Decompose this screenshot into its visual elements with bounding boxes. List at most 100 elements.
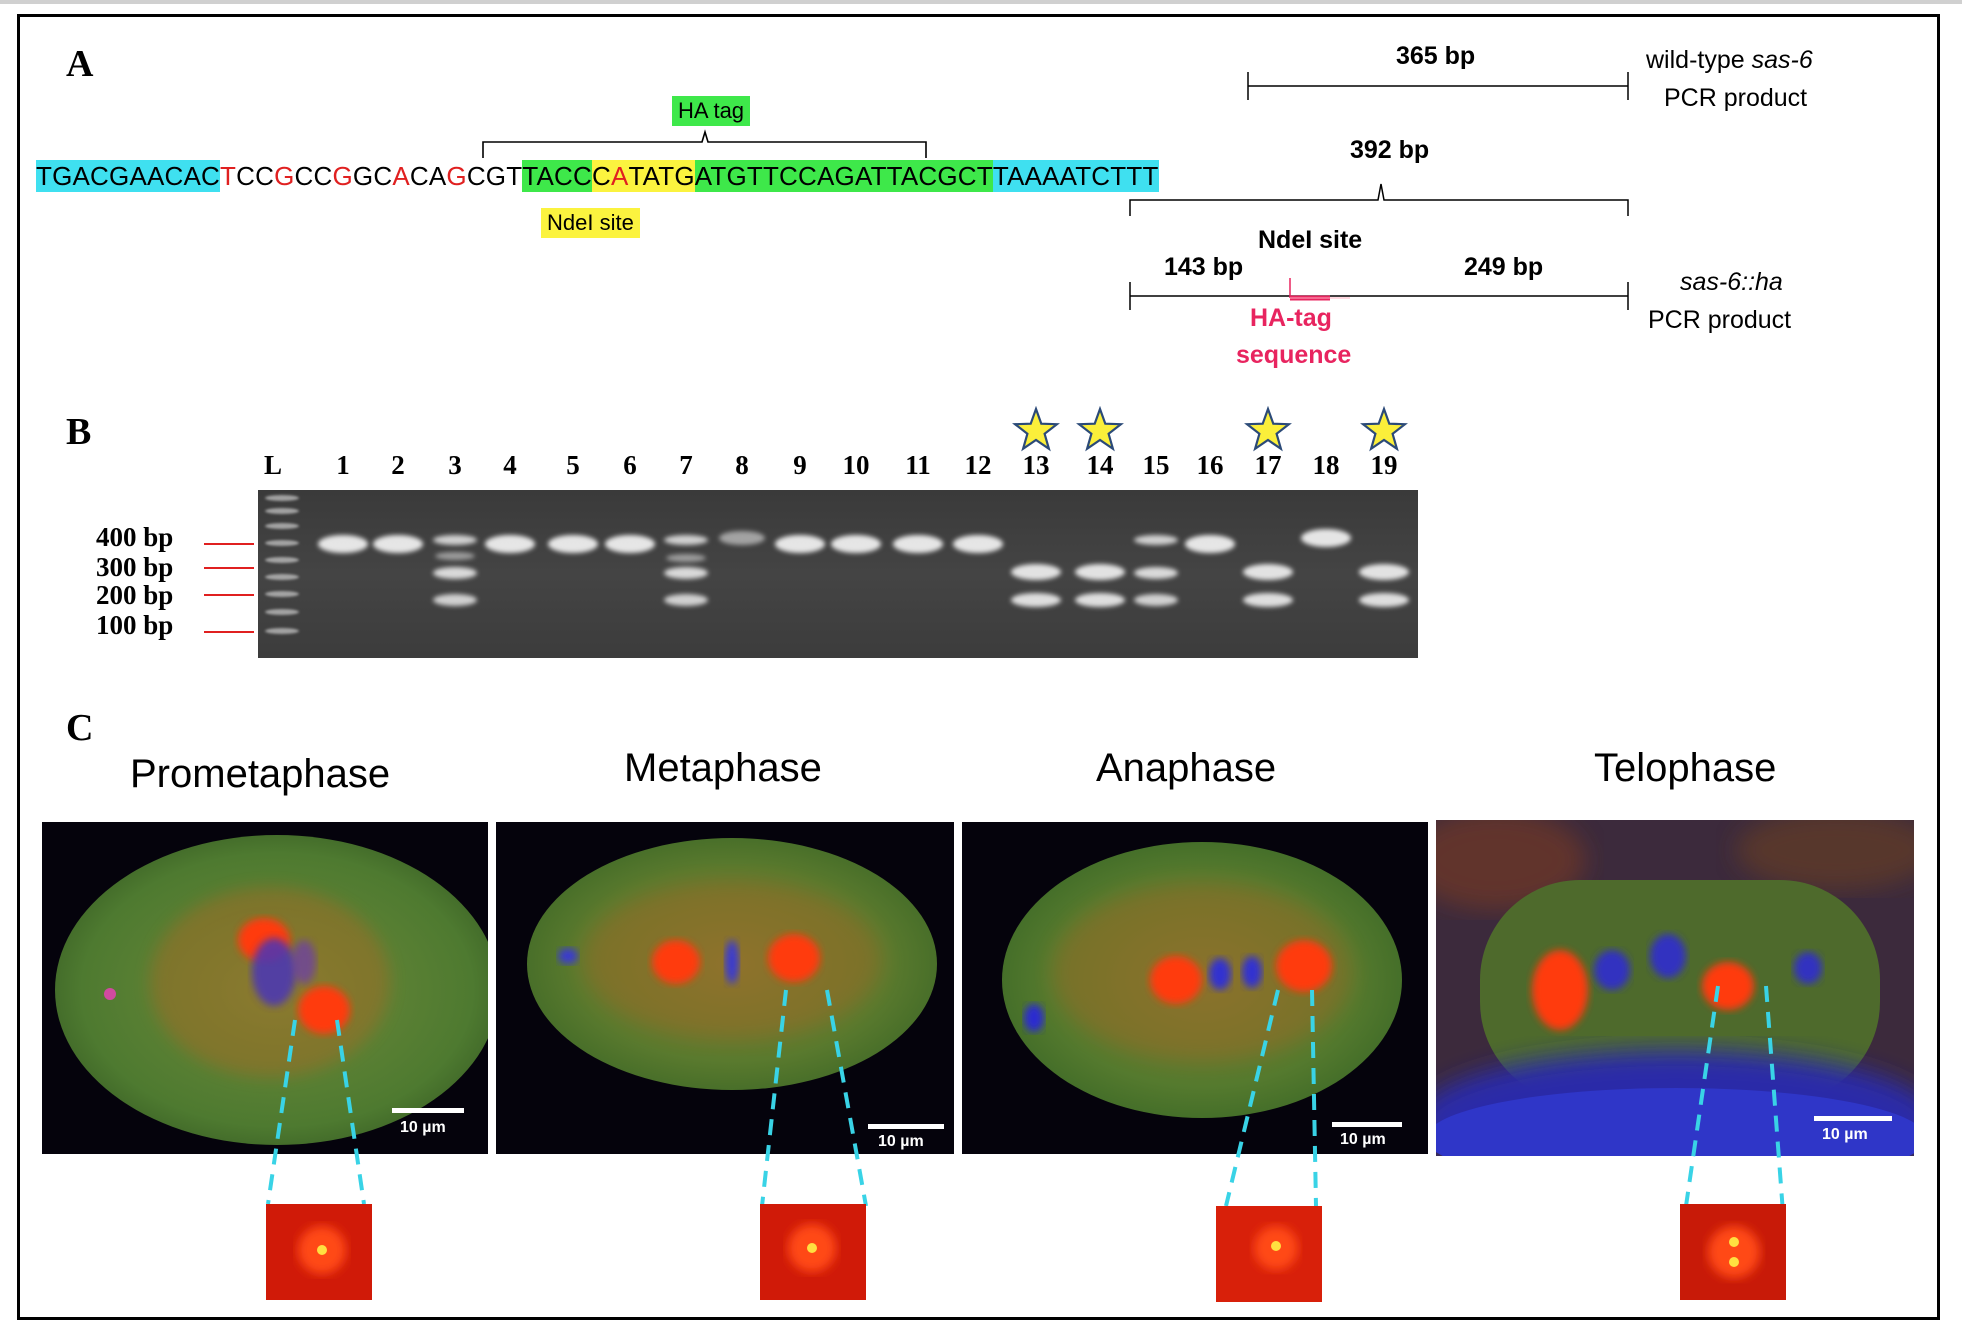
lane-label: 14 — [1086, 450, 1114, 480]
gel-band — [485, 535, 535, 553]
ndei-site-label: NdeI site — [541, 208, 640, 238]
gel-band — [1243, 593, 1293, 607]
size-marker-line — [204, 631, 254, 633]
micrograph-metaphase — [496, 822, 954, 1154]
sequence-segment: TAAAATCTTT — [992, 160, 1159, 192]
gel-band — [1359, 593, 1409, 607]
gel-band — [435, 552, 475, 560]
micrograph-telophase — [1436, 820, 1914, 1156]
star-icon — [1360, 406, 1408, 452]
lane-label: 10 — [842, 450, 870, 480]
gel-band — [265, 508, 299, 514]
wt-product-label-line1: wild-type sas-6 — [1646, 46, 1813, 74]
sequence-segment: CGT — [466, 161, 523, 191]
wt-size-label: 365 bp — [1396, 42, 1476, 70]
lane-label: 11 — [905, 450, 931, 480]
gel-band — [548, 535, 598, 553]
ha-product-line — [1129, 278, 1629, 310]
sequence-segment: G — [332, 161, 353, 191]
scale-label-metaphase: 10 µm — [878, 1133, 924, 1150]
gel-band — [265, 540, 299, 546]
ha-total-size-label: 392 bp — [1350, 136, 1430, 164]
gel-band — [664, 567, 708, 579]
gel-band — [1134, 535, 1178, 545]
gel-band — [1301, 529, 1351, 547]
lane-label: 6 — [623, 450, 637, 480]
star-icon — [1076, 406, 1124, 452]
lane-label: 2 — [391, 450, 405, 480]
sequence-segment: T — [220, 161, 237, 191]
scale-bar-anaphase — [1332, 1122, 1402, 1127]
panel-label-b: B — [66, 411, 92, 453]
gel-band — [893, 535, 943, 553]
scale-label-telophase: 10 µm — [1822, 1126, 1868, 1143]
sequence-segment: CC — [294, 161, 333, 191]
size-marker-line — [204, 594, 254, 596]
gel-band — [318, 535, 368, 553]
ha-product-label-line2: PCR product — [1648, 306, 1792, 334]
zoom-inset-telophase — [1680, 1204, 1786, 1300]
gel-band — [1011, 564, 1061, 580]
sequence-segment: ATGTTCCAGATTACGCT — [694, 160, 993, 192]
scale-label-anaphase: 10 µm — [1340, 1131, 1386, 1148]
micrograph-prometaphase — [42, 822, 488, 1154]
sequence-segment: A — [392, 161, 410, 191]
ladder-label: L — [263, 450, 282, 480]
scale-bar-metaphase — [868, 1124, 944, 1129]
figure-frame — [17, 14, 1940, 1320]
gel-band — [831, 535, 881, 553]
gel-band — [1185, 535, 1235, 553]
sequence-segment: A — [610, 160, 629, 192]
star-icon — [1244, 406, 1292, 452]
gel-band — [664, 535, 708, 545]
sequence-segment: GC — [352, 161, 393, 191]
phase-title-anaphase: Anaphase — [1096, 746, 1277, 790]
sequence-segment: TATG — [628, 160, 695, 192]
gel-band — [1243, 564, 1293, 580]
gel-band — [775, 535, 825, 553]
agarose-gel-image — [258, 490, 1418, 658]
sequence-segment: G — [446, 161, 467, 191]
panel-label-a: A — [66, 43, 94, 85]
gel-band — [433, 535, 477, 545]
gel-band — [433, 594, 477, 606]
wt-product-line — [1247, 72, 1629, 100]
sequence-segment: C — [591, 160, 611, 192]
sequence-segment: G — [274, 161, 295, 191]
lane-label: 7 — [679, 450, 693, 480]
fragment-right-size: 249 bp — [1464, 253, 1544, 281]
gel-band — [265, 591, 299, 597]
lane-label: 4 — [503, 450, 517, 480]
sequence-segment: CA — [409, 161, 447, 191]
gel-band — [265, 523, 299, 529]
gel-band — [1075, 564, 1125, 580]
gel-band — [953, 535, 1003, 553]
gel-band — [265, 609, 299, 615]
gel-band — [1011, 593, 1061, 607]
lane-label: 13 — [1022, 450, 1050, 480]
gel-band — [265, 495, 299, 501]
lane-label: 15 — [1142, 450, 1170, 480]
lane-label: 5 — [566, 450, 580, 480]
gel-band — [1359, 564, 1409, 580]
lane-label: 8 — [735, 450, 749, 480]
sequence-segment: CC — [236, 161, 275, 191]
phase-title-metaphase: Metaphase — [624, 746, 822, 790]
gel-band — [373, 535, 423, 553]
scale-label-prometaphase: 10 µm — [400, 1119, 446, 1136]
gel-band — [265, 628, 299, 634]
size-marker-line — [204, 543, 254, 545]
gel-band — [265, 574, 299, 580]
lane-label: 12 — [964, 450, 992, 480]
zoom-inset-prometaphase — [266, 1204, 372, 1300]
lane-label: 19 — [1370, 450, 1398, 480]
scale-bar-telophase — [1814, 1116, 1892, 1121]
sequence-row: TGACGAACACTCCGCCGGCACAGCGTTACCCATATGATGT… — [36, 160, 1159, 192]
gel-band — [719, 531, 765, 545]
zoom-inset-metaphase — [760, 1204, 866, 1300]
gel-band — [605, 535, 655, 553]
gel-band — [265, 557, 299, 563]
wt-product-label-line2: PCR product — [1664, 84, 1808, 112]
size-marker-label: 100 bp — [96, 610, 174, 640]
gel-band — [1134, 594, 1178, 606]
